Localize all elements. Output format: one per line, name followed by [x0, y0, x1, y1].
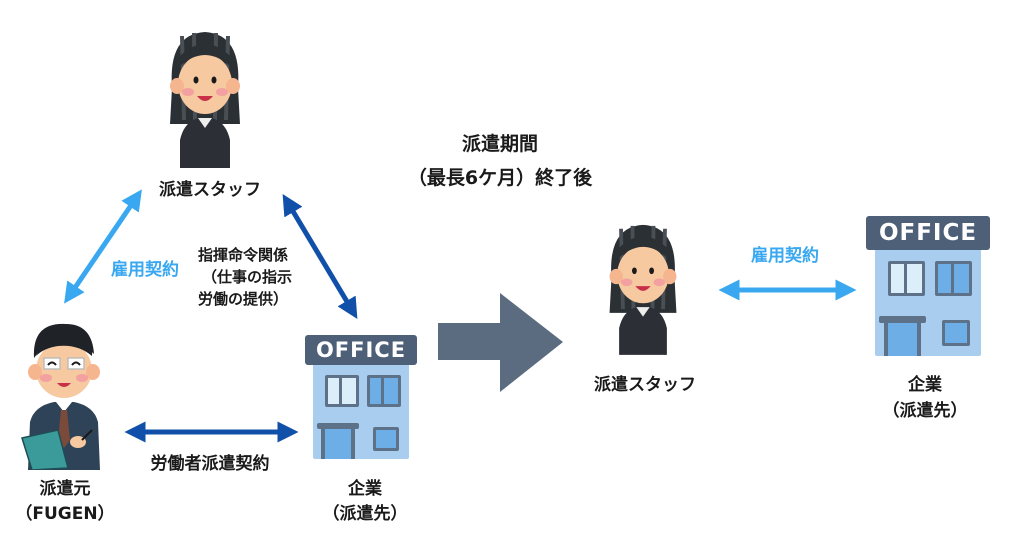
- dispatch-contract-label: 労働者派遣契約: [150, 454, 270, 474]
- command-label-line2: （仕事の指示: [202, 268, 293, 286]
- employment-arrow: [64, 189, 142, 304]
- company-label-line2: （派遣先）: [322, 504, 408, 524]
- agency-label-line2: （FUGEN）: [15, 504, 115, 524]
- after-employment-label: 雇用契約: [751, 246, 819, 266]
- period-title-line1: 派遣期間: [461, 133, 538, 155]
- company-label-line1: 企業: [348, 479, 382, 499]
- agency-label-line1: 派遣元: [39, 479, 91, 499]
- female-staff-icon: [609, 224, 677, 355]
- command-label-line3: 労働の提供）: [198, 290, 289, 308]
- command-arrow: [282, 193, 358, 320]
- office-sign: OFFICE: [866, 216, 990, 250]
- after-company-label-line1: 企業: [908, 375, 942, 395]
- female-staff-icon: [170, 32, 240, 168]
- office-building-icon: OFFICE: [305, 335, 417, 459]
- command-label: 指揮命令関係 （仕事の指示 労働の提供）: [198, 244, 310, 310]
- right-arrow-icon: [438, 293, 563, 392]
- period-title-line2: （最長6ケ月）終了後: [407, 167, 593, 189]
- male-agent-icon: [21, 323, 100, 470]
- after-staff-label: 派遣スタッフ: [594, 375, 696, 395]
- command-label-line1: 指揮命令関係: [198, 246, 289, 264]
- office-sign: OFFICE: [305, 335, 417, 365]
- employment-label: 雇用契約: [111, 260, 179, 280]
- staff-label: 派遣スタッフ: [159, 180, 261, 200]
- office-building-icon: OFFICE: [866, 216, 990, 356]
- after-company-label-line2: （派遣先）: [882, 401, 968, 421]
